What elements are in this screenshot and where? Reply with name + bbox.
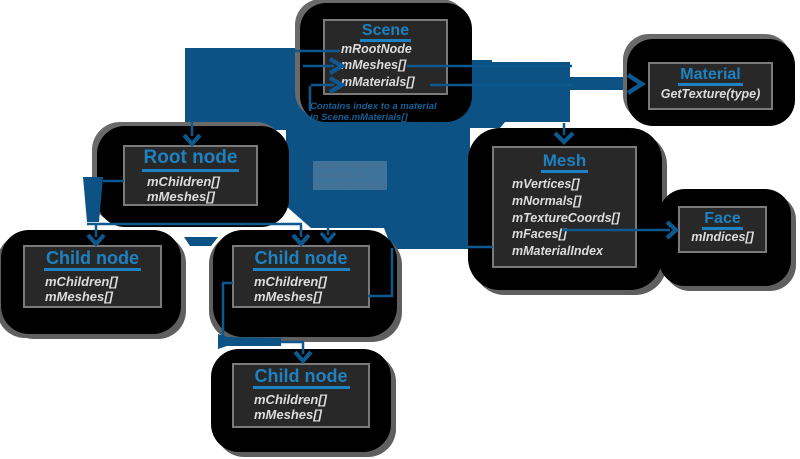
arrowhead-mesh-icon xyxy=(553,131,575,145)
child-member: mMeshes[] xyxy=(254,407,322,423)
note-cover-panel xyxy=(313,161,387,190)
scene-member: mMeshes[] xyxy=(341,57,407,72)
child-member: mMeshes[] xyxy=(254,289,322,305)
root-node-box: Root node mChildren[] mMeshes[] xyxy=(123,145,258,206)
thick-trapezoid-mid xyxy=(184,237,218,246)
arrowhead-into-materials-icon xyxy=(328,76,347,94)
blue-flow-mass xyxy=(185,48,623,249)
arrowhead-child3-icon xyxy=(293,350,313,365)
child-member: mChildren[] xyxy=(254,392,327,408)
scene-member: mRootNode xyxy=(341,42,412,57)
child-member: mChildren[] xyxy=(45,274,118,290)
child-node-box-1: Child node mChildren[] mMeshes[] xyxy=(23,245,162,308)
arrowhead-child1-icon xyxy=(86,233,106,248)
root-member: mChildren[] xyxy=(147,173,220,189)
root-node-title: Root node xyxy=(141,147,240,172)
child-member: mMeshes[] xyxy=(45,289,113,305)
arrowhead-material-icon xyxy=(626,73,647,95)
material-member: GetTexture(type) xyxy=(660,87,761,102)
arrowhead-flow-icon xyxy=(319,231,337,244)
arrowhead-into-meshes-icon xyxy=(328,57,347,75)
child-node-title: Child node xyxy=(252,366,350,390)
arrowhead-child2-icon xyxy=(291,233,311,248)
mesh-member: mTextureCoords[] xyxy=(512,210,620,225)
scene-box: Scene mRootNode mMeshes[] mMaterials[] xyxy=(323,19,448,95)
mesh-member: mVertices[] xyxy=(512,177,580,192)
root-member: mMeshes[] xyxy=(147,188,215,204)
arrowhead-root-icon xyxy=(182,133,202,148)
material-index-note: Contains index to a material in Scene.mM… xyxy=(310,101,437,123)
mesh-indices-note: Contains indices to meshes in Scene.mMes… xyxy=(306,160,387,191)
mesh-title: Mesh xyxy=(540,151,589,174)
child-node-title: Child node xyxy=(44,248,141,272)
scene-member: mMaterials[] xyxy=(341,75,415,90)
mesh-member: mNormals[] xyxy=(512,193,582,208)
scene-title: Scene xyxy=(359,22,412,43)
arrowhead-face-icon xyxy=(665,220,680,240)
face-member: mIndices[] xyxy=(691,230,754,245)
material-title: Material xyxy=(678,66,743,87)
face-title: Face xyxy=(702,210,743,231)
thick-bar-left xyxy=(83,177,103,222)
child-member: mChildren[] xyxy=(254,274,327,290)
mesh-member: mFaces[] xyxy=(512,227,567,242)
thick-bar-bottom xyxy=(218,334,281,349)
child-node-box-2: Child node mChildren[] mMeshes[] xyxy=(232,245,370,308)
child-node-box-3: Child node mChildren[] mMeshes[] xyxy=(232,363,370,428)
mesh-member: mMaterialIndex xyxy=(512,243,604,258)
mesh-box: Mesh mVertices[] mNormals[] mTextureCoor… xyxy=(492,146,637,268)
material-box: Material GetTexture(type) xyxy=(648,62,773,110)
child-node-title: Child node xyxy=(252,248,350,272)
face-box: Face mIndices[] xyxy=(678,206,767,253)
